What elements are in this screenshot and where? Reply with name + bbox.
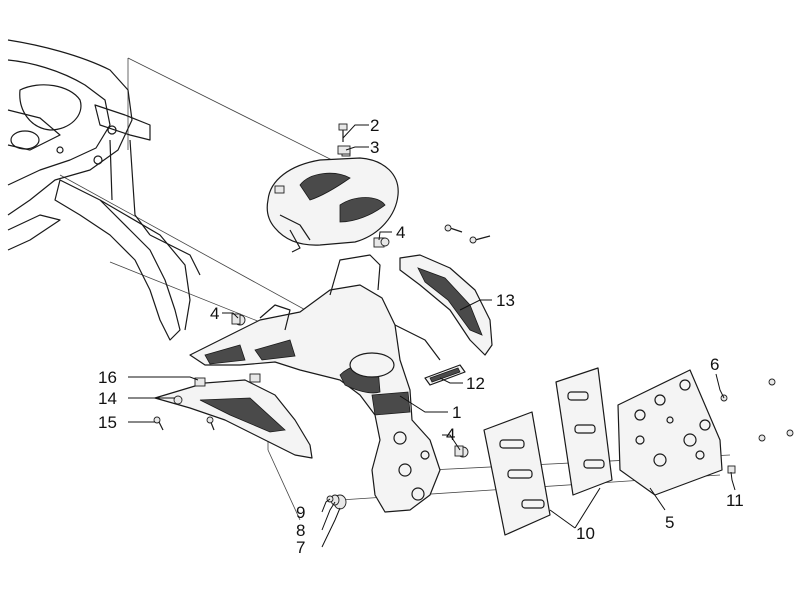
rear-mudguard	[189, 254, 441, 513]
callout-3: 3	[370, 138, 379, 157]
screw-6	[720, 378, 794, 442]
scooter-frame	[7, 39, 201, 341]
callout-9: 9	[296, 503, 305, 522]
bracket-3	[337, 145, 351, 155]
grommet-4-lower	[454, 445, 469, 458]
callout-10: 10	[576, 524, 595, 543]
callout-4-upper: 4	[396, 223, 405, 242]
callout-1: 1	[452, 403, 461, 422]
callout-labels: 1 2 3 4 4 4 5 6 7 8 9 10 11 12 13 14 15 …	[98, 116, 744, 557]
callout-14: 14	[98, 389, 117, 408]
callout-7: 7	[296, 538, 305, 557]
callout-12: 12	[466, 374, 485, 393]
callout-4-lower: 4	[446, 425, 455, 444]
cover-13	[399, 224, 493, 356]
leader-lines	[128, 124, 736, 548]
screw-15	[153, 416, 215, 431]
nut-11	[727, 465, 736, 474]
callout-5: 5	[665, 513, 674, 532]
grommet-4-upper	[373, 237, 390, 248]
grommet-4-left	[231, 313, 246, 326]
screw-2	[338, 123, 348, 142]
tail-light-assembly	[266, 149, 399, 253]
callout-13: 13	[496, 291, 515, 310]
callout-4-left: 4	[210, 304, 219, 323]
plate-bracket-5	[617, 369, 723, 496]
callout-15: 15	[98, 413, 117, 432]
plate-adaptor-10-rear	[555, 367, 613, 496]
callout-8: 8	[296, 521, 305, 540]
callout-16: 16	[98, 368, 117, 387]
callout-11: 11	[726, 491, 744, 510]
plate-adaptor-10-front	[483, 411, 551, 536]
callout-2: 2	[370, 116, 379, 135]
reflector-12	[424, 364, 466, 386]
side-cover-14	[154, 373, 313, 459]
callout-6: 6	[710, 355, 719, 374]
